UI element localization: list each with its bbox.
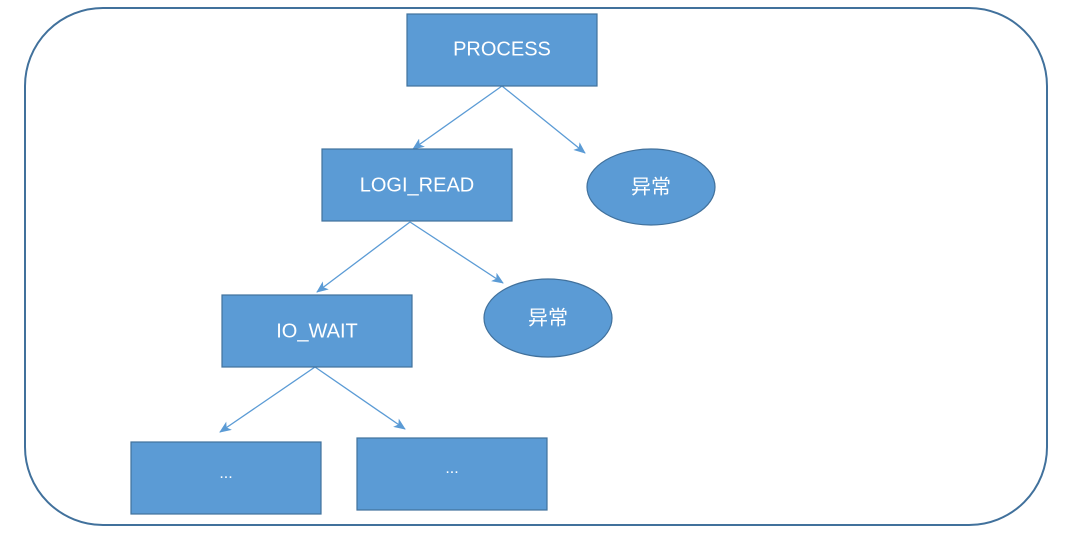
node-exception-2-label: 异常 [528,306,568,329]
node-process-box [406,13,598,87]
node-io-wait: IO_WAIT [221,294,413,368]
diagram-frame [24,7,1048,526]
node-child-2-box [356,437,548,511]
node-exception-1-label: 异常 [631,175,671,198]
edge-process-to-exception-1 [501,85,586,154]
node-exception-1-ellipse [586,148,716,226]
node-child-1-label: ... [219,465,232,482]
node-io-wait-label: IO_WAIT [276,320,357,342]
node-child-2-label: ... [445,460,458,477]
node-logi-read-box [321,148,513,222]
node-process: PROCESS [406,13,598,87]
node-logi-read-label: LOGI_READ [360,174,474,196]
node-child-1: ... [130,441,322,515]
node-exception-2-ellipse [483,278,613,358]
node-logi-read: LOGI_READ [321,148,513,222]
node-child-2: ... [356,437,548,511]
node-exception-2: 异常 [483,278,613,358]
node-exception-1: 异常 [586,148,716,226]
edge-io-wait-to-child-2 [314,366,406,430]
node-process-label: PROCESS [453,38,551,60]
node-io-wait-box [221,294,413,368]
edge-process-to-logi-read [412,85,503,150]
edge-logi-read-to-io-wait [316,221,411,293]
edges [219,85,586,433]
edge-io-wait-to-child-1 [219,366,316,433]
node-child-1-box [130,441,322,515]
edge-logi-read-to-exception-2 [409,221,504,284]
